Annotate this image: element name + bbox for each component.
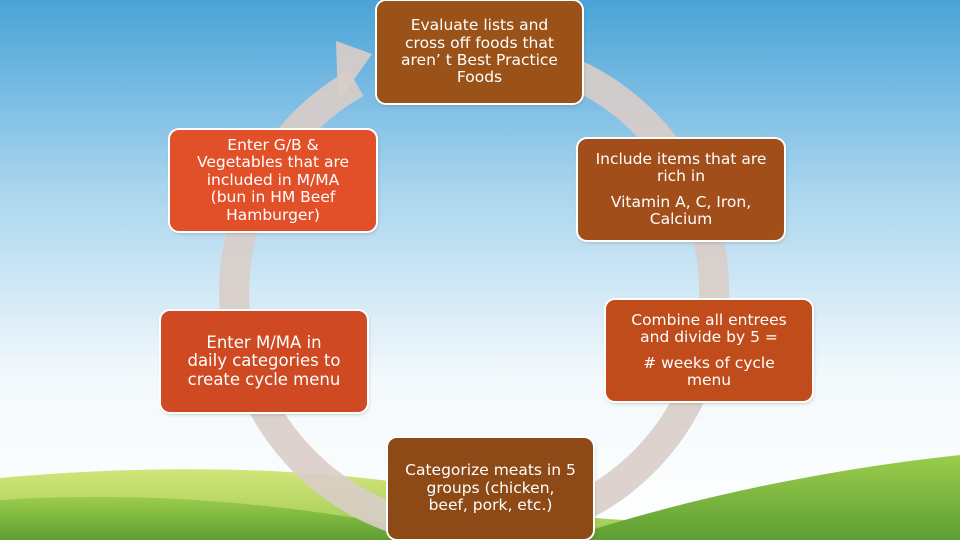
step-enter-gb-text: Enter G/B & Vegetables that are included… [196,136,350,224]
step-combine: Combine all entrees and divide by 5 = # … [606,300,812,401]
step-evaluate: Evaluate lists and cross off foods that … [377,1,582,103]
step-include-text2: Vitamin A, C, Iron, Calcium [610,192,752,228]
step-categorize: Categorize meats in 5 groups (chicken, b… [388,438,593,539]
cycle-arrowhead-icon [336,41,372,102]
step-include: Include items that are rich in Vitamin A… [578,139,784,240]
step-categorize-text: Categorize meats in 5 groups (chicken, b… [405,461,576,515]
step-enter-mma-text: Enter M/MA in daily categories to create… [187,332,341,389]
step-evaluate-text: Evaluate lists and cross off foods that … [401,16,558,87]
step-enter-gb: Enter G/B & Vegetables that are included… [170,130,376,231]
step-combine-text: Combine all entrees and divide by 5 = [631,310,787,347]
step-enter-mma: Enter M/MA in daily categories to create… [161,311,367,412]
step-combine-text2: # weeks of cycle menu [643,353,775,389]
step-include-text: Include items that are rich in [595,149,767,186]
